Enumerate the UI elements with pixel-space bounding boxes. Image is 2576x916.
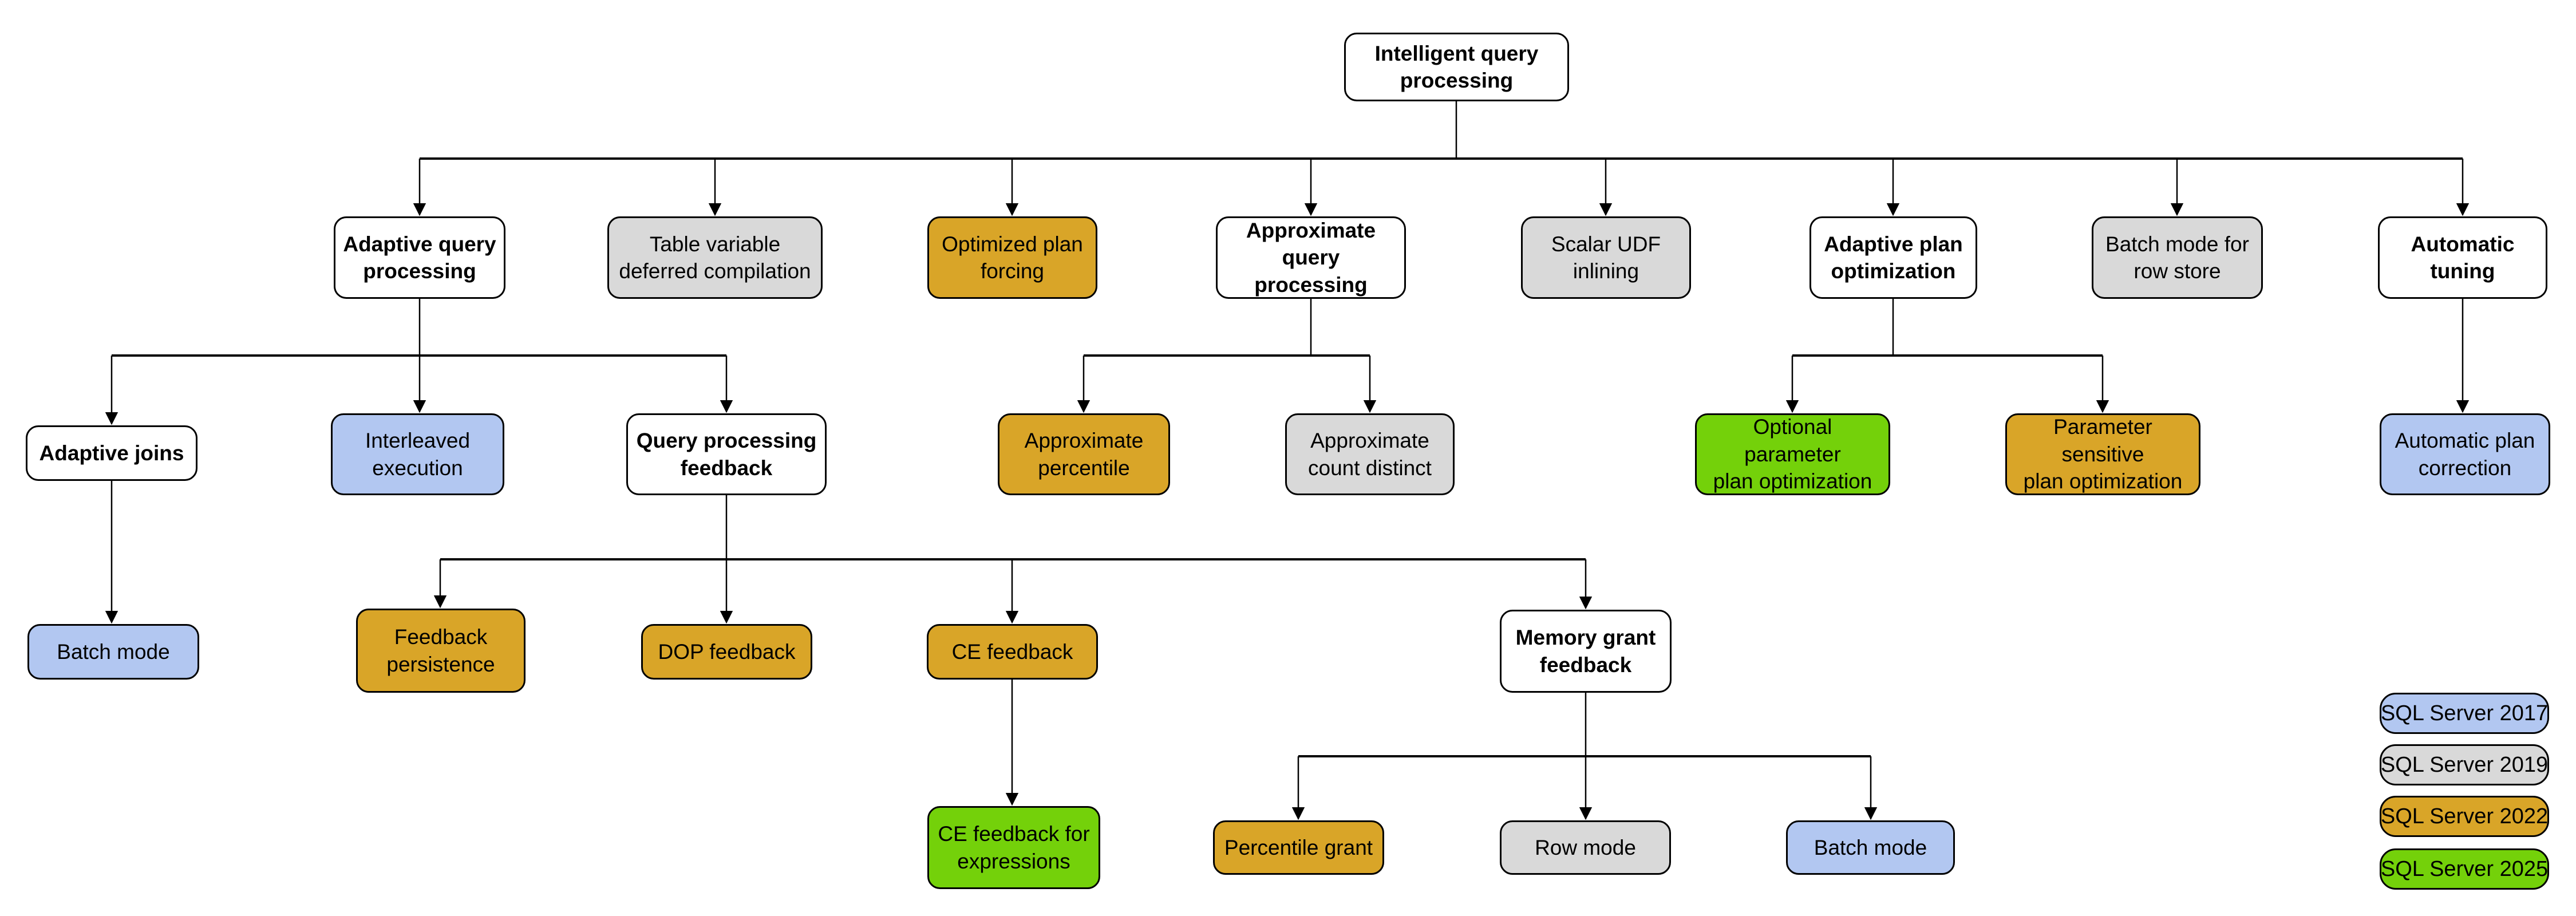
node-interleaved-execution: Interleaved execution bbox=[331, 413, 504, 495]
node-batch-mode-for-row-store: Batch mode for row store bbox=[2092, 216, 2263, 299]
node-query-processing-feedback: Query processing feedback bbox=[626, 413, 827, 495]
node-approximate-percentile: Approximate percentile bbox=[998, 413, 1170, 495]
node-automatic-plan-correction: Automatic plan correction bbox=[2380, 413, 2550, 495]
node-adaptive-query-processing: Adaptive query processing bbox=[334, 216, 505, 299]
node-intelligent-query-processing: Intelligent query processing bbox=[1344, 33, 1569, 101]
node-ce-feedback-for-expressions: CE feedback for expressions bbox=[927, 806, 1100, 889]
legend-sql-server-2019: SQL Server 2019 bbox=[2380, 744, 2549, 785]
node-adaptive-joins: Adaptive joins bbox=[26, 425, 197, 481]
node-approximate-query-processing: Approximate query processing bbox=[1216, 216, 1406, 299]
node-row-mode: Row mode bbox=[1500, 820, 1671, 875]
node-scalar-udf-inlining: Scalar UDF inlining bbox=[1521, 216, 1691, 299]
node-approximate-count-distinct: Approximate count distinct bbox=[1285, 413, 1455, 495]
legend-sql-server-2017: SQL Server 2017 bbox=[2380, 693, 2549, 734]
node-parameter-sensitive-plan-optimization: Parameter sensitive plan optimization bbox=[2005, 413, 2200, 495]
node-ce-feedback: CE feedback bbox=[927, 624, 1098, 680]
node-batch-mode-memory-grant: Batch mode bbox=[1786, 820, 1955, 875]
node-memory-grant-feedback: Memory grant feedback bbox=[1500, 610, 1672, 693]
node-automatic-tuning: Automatic tuning bbox=[2378, 216, 2547, 299]
node-table-variable-deferred-compilation: Table variable deferred compilation bbox=[607, 216, 823, 299]
node-adaptive-plan-optimization: Adaptive plan optimization bbox=[1809, 216, 1977, 299]
node-percentile-grant: Percentile grant bbox=[1213, 820, 1384, 875]
node-batch-mode-adaptive-joins: Batch mode bbox=[27, 624, 199, 680]
node-dop-feedback: DOP feedback bbox=[641, 624, 812, 680]
legend-sql-server-2025: SQL Server 2025 bbox=[2380, 848, 2549, 890]
node-feedback-persistence: Feedback persistence bbox=[356, 609, 526, 693]
legend-sql-server-2022: SQL Server 2022 bbox=[2380, 796, 2549, 837]
node-optional-parameter-plan-optimization: Optional parameter plan optimization bbox=[1695, 413, 1890, 495]
node-optimized-plan-forcing: Optimized plan forcing bbox=[927, 216, 1097, 299]
